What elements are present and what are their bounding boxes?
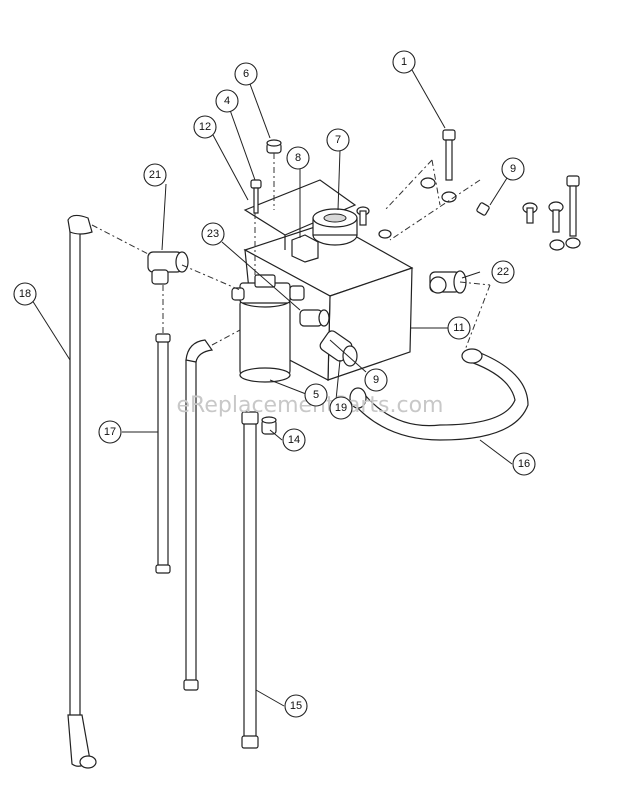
leader-lines — [31, 69, 513, 707]
callout-1: 1 — [392, 50, 416, 74]
callout-14: 14 — [282, 428, 306, 452]
callout-16: 16 — [512, 452, 536, 476]
callout-6-label: 6 — [243, 68, 249, 80]
filter-assembly — [231, 274, 305, 383]
callout-12-label: 12 — [199, 121, 211, 133]
callout-9-top-label: 9 — [510, 163, 516, 175]
callout-22-label: 22 — [497, 266, 509, 278]
callout-15: 15 — [284, 694, 308, 718]
callout-5-label: 5 — [313, 389, 319, 401]
callout-9-bottom: 9 — [364, 368, 388, 392]
callout-1-label: 1 — [401, 56, 407, 68]
callout-8-label: 8 — [295, 152, 301, 164]
callout-21-label: 21 — [149, 169, 161, 181]
callout-15-label: 15 — [290, 700, 302, 712]
callout-22: 22 — [491, 260, 515, 284]
callout-14-label: 14 — [288, 434, 300, 446]
callout-23-label: 23 — [207, 228, 219, 240]
callout-23: 23 — [201, 222, 225, 246]
assembly-lines — [91, 153, 491, 351]
hoses — [67, 214, 529, 769]
callout-9-bottom-label: 9 — [373, 374, 379, 386]
callout-11: 11 — [447, 316, 471, 340]
callout-12: 12 — [193, 115, 217, 139]
callout-5: 5 — [304, 383, 328, 407]
callout-19: 19 — [329, 396, 353, 420]
callout-8: 8 — [286, 146, 310, 170]
callout-21: 21 — [143, 163, 167, 187]
callout-17-label: 17 — [104, 426, 116, 438]
callout-4-label: 4 — [224, 95, 230, 107]
callout-4: 4 — [215, 89, 239, 113]
callout-16-label: 16 — [518, 458, 530, 470]
callout-6: 6 — [234, 62, 258, 86]
callout-7: 7 — [326, 128, 350, 152]
callout-18-label: 18 — [19, 288, 31, 300]
callout-18: 18 — [13, 282, 37, 306]
callout-19-label: 19 — [335, 402, 347, 414]
hardware-bolts — [250, 129, 581, 251]
tee-fitting — [147, 251, 189, 285]
callout-17: 17 — [98, 420, 122, 444]
callout-9-top: 9 — [501, 157, 525, 181]
callout-11-label: 11 — [453, 322, 464, 334]
callout-7-label: 7 — [335, 134, 341, 146]
